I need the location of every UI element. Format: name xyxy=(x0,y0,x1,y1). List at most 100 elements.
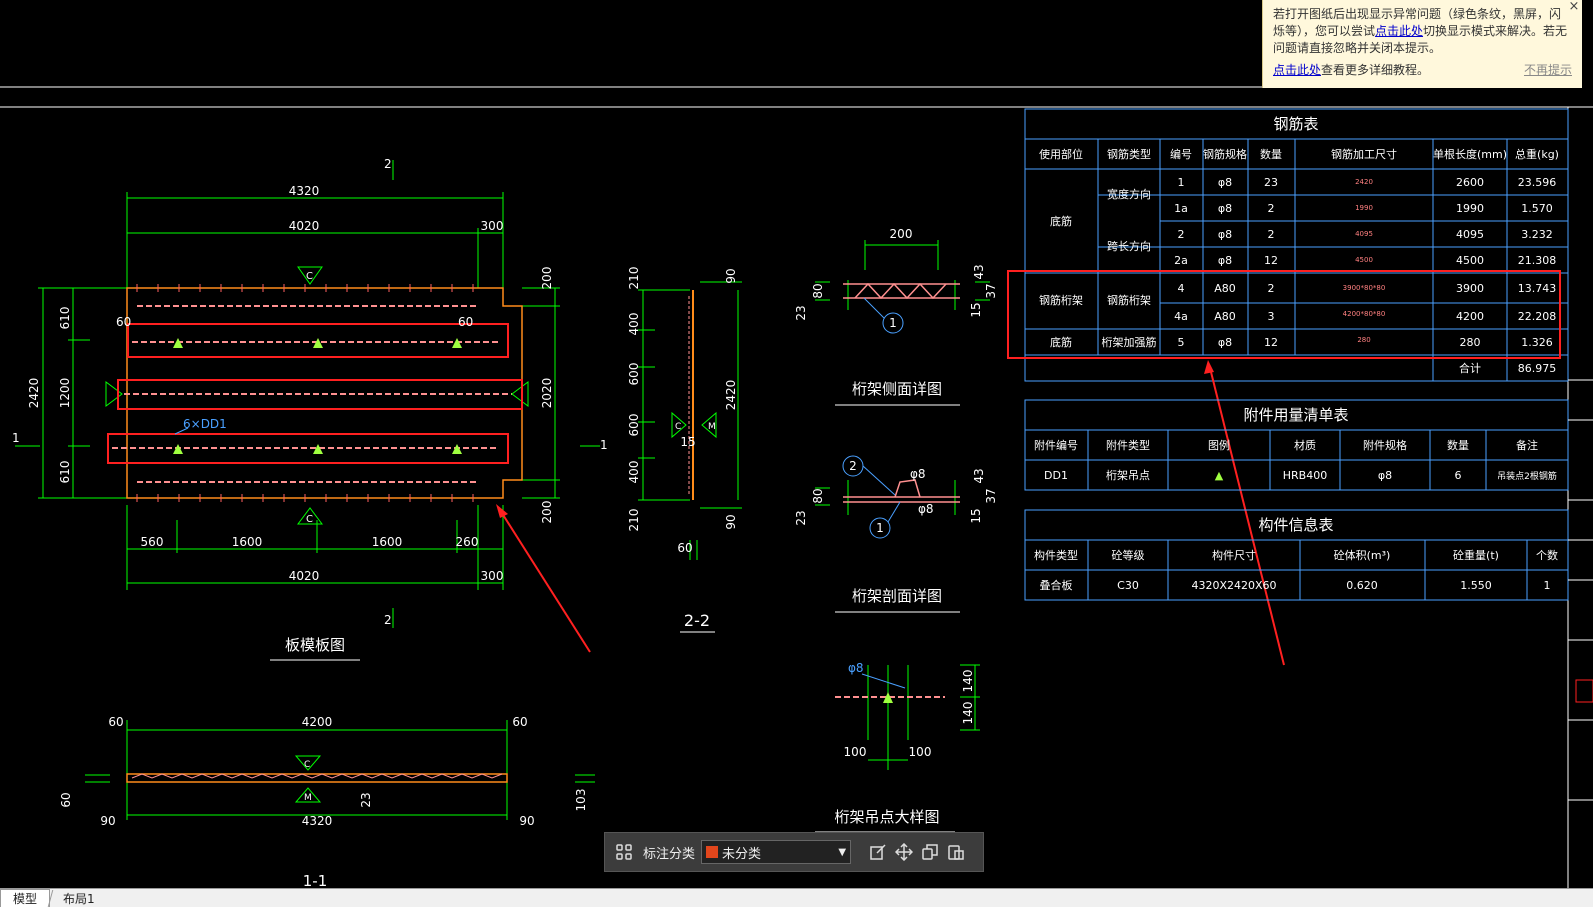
ct-h0: 构件类型 xyxy=(1034,548,1078,562)
rt-total-value: 86.975 xyxy=(1518,362,1557,375)
s22-mark-c: C xyxy=(675,422,681,432)
component-table-title: 构件信息表 xyxy=(1258,516,1333,534)
notice-footer: 点击此处查看更多详细教程。 不再提示 xyxy=(1273,62,1572,79)
tsec-title: 桁架剖面详图 xyxy=(852,587,942,605)
rt-r1-qty: 2 xyxy=(1268,202,1275,215)
ts-width: 200 xyxy=(890,227,913,241)
s22-bottom: 90 xyxy=(724,514,738,529)
lp-title: 桁架吊点大样图 xyxy=(834,808,939,826)
ct-h1: 砼等级 xyxy=(1112,548,1145,562)
marker-c: C xyxy=(306,271,313,282)
s22-d0: 210 xyxy=(627,267,641,290)
plan-title: 板模板图 xyxy=(285,636,345,654)
tab-layout1[interactable]: 布局1 xyxy=(47,890,109,907)
dim-seg1: 560 xyxy=(141,535,164,549)
rt-r2-len: 4095 xyxy=(1456,228,1484,241)
tab-model[interactable]: 模型 xyxy=(0,889,51,907)
rt-r6-no: 5 xyxy=(1178,336,1185,349)
s22-d3: 600 xyxy=(627,414,641,437)
move-icon[interactable] xyxy=(891,839,917,865)
at-c0: DD1 xyxy=(1044,469,1068,482)
dim-r200b: 200 xyxy=(540,501,554,524)
rt-r1-len: 1990 xyxy=(1456,202,1484,215)
rt-r1-shape: 1990 xyxy=(1355,204,1373,212)
close-icon[interactable]: × xyxy=(1568,0,1580,14)
lp-h2: 140 xyxy=(961,702,975,725)
rt-r3-spec: φ8 xyxy=(1218,254,1232,267)
at-h1: 附件类型 xyxy=(1106,438,1150,452)
rt-r6-w: 1.326 xyxy=(1521,336,1553,349)
dont-show-again-link[interactable]: 不再提示 xyxy=(1523,63,1572,77)
component-table xyxy=(1024,509,1569,601)
rt-h1: 钢筋类型 xyxy=(1107,147,1151,161)
notice-text-1: 若打开图纸后出现显示异常问题（绿色条纹，黑屏，闪烁等），您可以尝试 xyxy=(1273,7,1562,38)
rt-r5-w: 22.208 xyxy=(1518,310,1557,323)
rt-r3-w: 21.308 xyxy=(1518,254,1557,267)
at-c5: 6 xyxy=(1455,469,1462,482)
rt-r0-qty: 23 xyxy=(1264,176,1278,189)
truss-side-detail xyxy=(815,240,990,406)
s22-total: 2420 xyxy=(724,380,738,411)
tutorial-link[interactable]: 点击此处 xyxy=(1273,63,1322,77)
rt-r0-no: 1 xyxy=(1178,176,1185,189)
tsec-h43: 43 xyxy=(972,468,986,483)
tab-layout1-label: 布局1 xyxy=(63,892,95,906)
dim-right-total: 2020 xyxy=(540,378,554,409)
tsec-h37: 37 xyxy=(984,488,998,503)
tsec-callout-1: 1 xyxy=(876,521,884,535)
category-select[interactable]: 未分类 ▼ xyxy=(701,840,852,864)
ct-c1: C30 xyxy=(1117,579,1139,592)
s22-mark-m: M xyxy=(708,422,716,432)
ts-h15: 15 xyxy=(969,302,983,317)
layout-tab-bar: 模型 布局1 xyxy=(0,888,1593,907)
s11-l60: 60 xyxy=(108,715,123,729)
rt-r6-len: 280 xyxy=(1460,336,1481,349)
at-c2: ▲ xyxy=(1215,469,1224,482)
rt-r1-w: 1.570 xyxy=(1521,202,1553,215)
s11-title: 1-1 xyxy=(303,872,328,890)
plan-labels: 4320 4020 300 560 1600 1600 260 4020 300… xyxy=(12,157,554,654)
dim-l610b: 610 xyxy=(58,461,72,484)
paste-icon[interactable] xyxy=(943,839,969,865)
at-c1: 桁架吊点 xyxy=(1106,468,1150,482)
rt-part-bottom2: 底筋 xyxy=(1050,335,1072,349)
s11-l90: 90 xyxy=(100,814,115,828)
lp-b: 100 xyxy=(909,745,932,759)
rt-h0: 使用部位 xyxy=(1039,147,1083,161)
rt-total-label: 合计 xyxy=(1459,361,1481,375)
section-mark-2-bottom: 2 xyxy=(384,613,392,627)
rt-part-bottom: 底筋 xyxy=(1050,214,1072,228)
tsec-callout-2: 2 xyxy=(849,459,857,473)
copy-icon[interactable] xyxy=(917,839,943,865)
s11-mark-m: M xyxy=(304,793,312,803)
s22-d1: 400 xyxy=(627,313,641,336)
rt-r3-no: 2a xyxy=(1174,254,1188,267)
s11-total: 4200 xyxy=(302,715,333,729)
rt-r3-len: 4500 xyxy=(1456,254,1484,267)
ts-h37: 37 xyxy=(984,283,998,298)
at-h6: 备注 xyxy=(1516,438,1538,452)
tsec-phi1: φ8 xyxy=(910,467,926,481)
rt-type-truss: 钢筋桁架 xyxy=(1107,293,1151,307)
title-block-edge xyxy=(1568,379,1593,801)
at-c3: HRB400 xyxy=(1283,469,1327,482)
ct-h5: 个数 xyxy=(1536,549,1558,562)
rt-r0-len: 2600 xyxy=(1456,176,1484,189)
rt-type-reinf: 桁架加强筋 xyxy=(1102,335,1157,349)
notice-text-3: 查看更多详细教程。 xyxy=(1321,63,1430,77)
switch-mode-link[interactable]: 点击此处 xyxy=(1375,24,1424,38)
dim-seg2: 1600 xyxy=(232,535,263,549)
category-value: 未分类 xyxy=(722,846,762,862)
s22-title: 2-2 xyxy=(684,611,710,630)
at-h2: 图例 xyxy=(1208,438,1230,452)
section-mark-1: 1 xyxy=(12,431,20,445)
rt-r4-spec: A80 xyxy=(1214,282,1236,295)
edit-icon[interactable] xyxy=(865,839,891,865)
grid-icon[interactable] xyxy=(611,839,637,865)
rt-r1-spec: φ8 xyxy=(1218,202,1232,215)
rt-type-span: 跨长方向 xyxy=(1107,239,1151,253)
lift-point-detail xyxy=(815,664,980,833)
ct-h4: 砼重量(t) xyxy=(1453,548,1499,562)
s22-d4: 400 xyxy=(627,461,641,484)
